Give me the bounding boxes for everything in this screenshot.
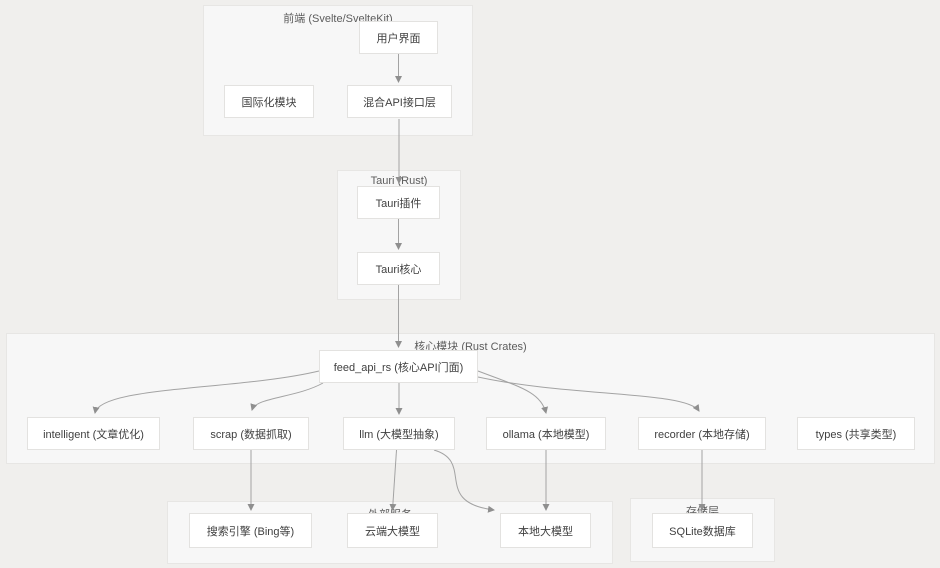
node-tauri-core: Tauri核心	[357, 252, 440, 285]
node-hybrid-api-layer: 混合API接口层	[347, 85, 452, 118]
node-i18n-module: 国际化模块	[224, 85, 314, 118]
node-scrap: scrap (数据抓取)	[193, 417, 309, 450]
node-llm: llm (大模型抽象)	[343, 417, 455, 450]
node-local-llm: 本地大模型	[500, 513, 591, 548]
node-sqlite-db: SQLite数据库	[652, 513, 753, 548]
node-search-engine: 搜索引擎 (Bing等)	[189, 513, 312, 548]
node-intelligent: intelligent (文章优化)	[27, 417, 160, 450]
node-tauri-plugin: Tauri插件	[357, 186, 440, 219]
node-feed-api-rs: feed_api_rs (核心API门面)	[319, 350, 478, 383]
node-user-interface: 用户界面	[359, 21, 438, 54]
node-ollama: ollama (本地模型)	[486, 417, 606, 450]
node-types: types (共享类型)	[797, 417, 915, 450]
node-cloud-llm: 云端大模型	[347, 513, 438, 548]
node-recorder: recorder (本地存储)	[638, 417, 766, 450]
